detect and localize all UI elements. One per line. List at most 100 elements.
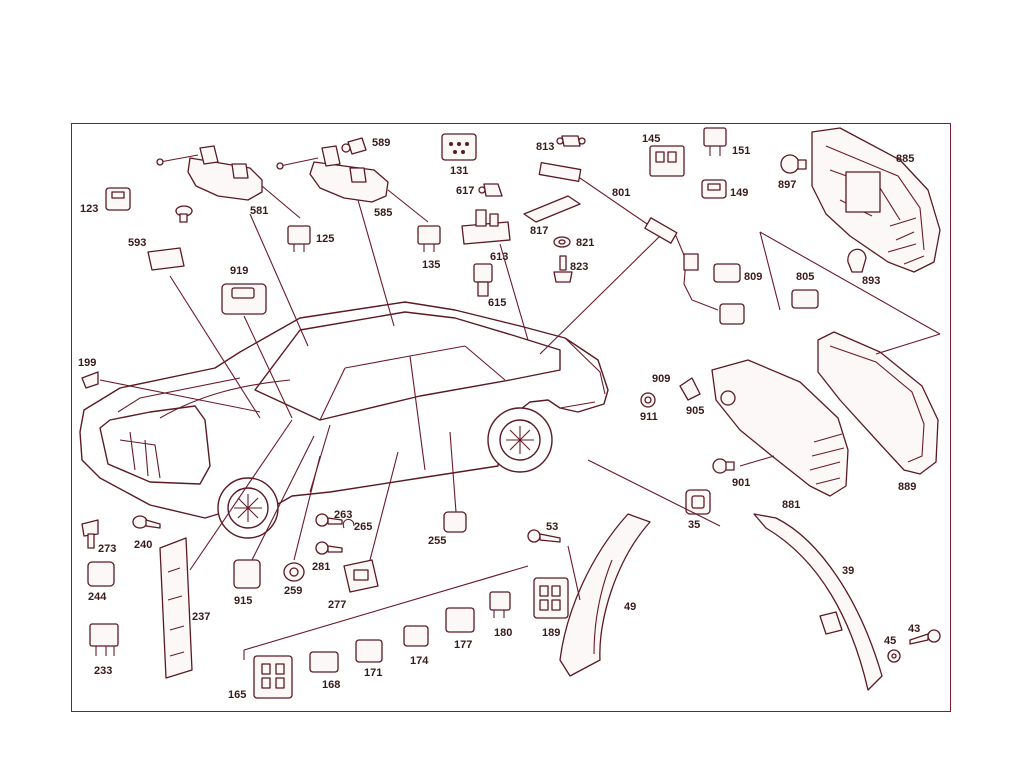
label-255: 255 (428, 535, 446, 547)
connector-255-icon (443, 511, 467, 533)
connector-149-icon (701, 179, 727, 199)
gasket-889-icon (817, 331, 939, 475)
switch-613-icon (461, 209, 511, 245)
tail-lamp-881-icon (711, 359, 849, 497)
label-821: 821 (576, 237, 594, 249)
car-body-icon (79, 301, 609, 539)
switch-615-icon (473, 263, 493, 297)
label-805: 805 (796, 271, 814, 283)
label-168: 168 (322, 679, 340, 691)
label-240: 240 (134, 539, 152, 551)
label-35: 35 (688, 519, 700, 531)
label-273: 273 (98, 543, 116, 555)
label-613: 613 (490, 251, 508, 263)
label-909: 909 (652, 373, 670, 385)
wiring-harness-801-icon (538, 161, 745, 325)
washer-45-icon (887, 649, 901, 663)
washer-911-icon (640, 392, 656, 408)
interior-lamp-581-icon (156, 145, 263, 201)
diagram-frame (71, 123, 951, 712)
label-585: 585 (374, 207, 392, 219)
label-817: 817 (530, 225, 548, 237)
label-897: 897 (778, 179, 796, 191)
label-889: 889 (898, 481, 916, 493)
label-263: 263 (334, 509, 352, 521)
bulb-589-icon (341, 137, 367, 155)
screw-240-icon (132, 515, 161, 529)
bulb-617-icon (478, 183, 503, 197)
relay-125-icon (287, 225, 311, 252)
label-149: 149 (730, 187, 748, 199)
clip-265-icon (342, 518, 355, 529)
label-901: 901 (732, 477, 750, 489)
label-171: 171 (364, 667, 382, 679)
label-911: 911 (640, 411, 658, 423)
grommet-259-icon (283, 562, 305, 582)
screw-273-icon (81, 519, 99, 549)
label-581: 581 (250, 205, 268, 217)
label-593: 593 (128, 237, 146, 249)
label-180: 180 (494, 627, 512, 639)
label-615: 615 (488, 297, 506, 309)
label-189: 189 (542, 627, 560, 639)
label-53: 53 (546, 521, 558, 533)
plate-817-icon (523, 195, 581, 223)
label-919: 919 (230, 265, 248, 277)
connector-805-icon (791, 289, 819, 309)
screw-43-icon (909, 629, 941, 645)
label-265: 265 (354, 521, 372, 533)
screw-53-icon (527, 529, 561, 543)
label-49: 49 (624, 601, 636, 613)
clip-35-icon (685, 489, 711, 515)
label-915: 915 (234, 595, 252, 607)
label-145: 145 (642, 133, 660, 145)
connector-171-icon (355, 639, 383, 663)
bulb-893-icon (847, 248, 867, 273)
connector-131-icon (441, 133, 477, 161)
label-237: 237 (192, 611, 210, 623)
label-125: 125 (316, 233, 334, 245)
screw-823-icon (553, 255, 573, 283)
label-589: 589 (372, 137, 390, 149)
label-123: 123 (80, 203, 98, 215)
connector-168-icon (309, 651, 339, 673)
clip-199-icon (81, 371, 99, 389)
bracket-905-icon (679, 377, 701, 401)
bulb-897-icon (780, 154, 807, 174)
label-199: 199 (78, 357, 96, 369)
label-617: 617 (456, 185, 474, 197)
label-45: 45 (884, 635, 896, 647)
label-823: 823 (570, 261, 588, 273)
fender-liner-49-icon (559, 513, 651, 677)
label-809: 809 (744, 271, 762, 283)
label-893: 893 (862, 275, 880, 287)
screw-263-icon (315, 513, 343, 527)
relay-151-icon (703, 127, 727, 156)
relay-233-icon (89, 623, 119, 656)
screw-icon (175, 205, 193, 223)
label-174: 174 (410, 655, 429, 667)
leader-lines (99, 185, 941, 660)
callout-labels: 589 131 813 145 151 885 897 149 123 581 … (78, 133, 920, 701)
connector-123-icon (105, 187, 131, 211)
label-801: 801 (612, 187, 630, 199)
bracket-237-icon (159, 537, 193, 679)
label-905: 905 (686, 405, 704, 417)
washer-821-icon (553, 236, 571, 248)
relay-244-icon (87, 561, 115, 587)
connector-915-icon (233, 559, 261, 589)
label-881: 881 (782, 499, 800, 511)
screw-281-icon (315, 541, 343, 555)
label-813: 813 (536, 141, 554, 153)
connector-277-icon (343, 559, 379, 593)
label-165: 165 (228, 689, 246, 701)
connector-919-icon (221, 283, 267, 315)
label-277: 277 (328, 599, 346, 611)
label-233: 233 (94, 665, 112, 677)
label-244: 244 (88, 591, 107, 603)
connector-180-icon (489, 591, 511, 618)
connector-809-icon (713, 263, 741, 283)
label-281: 281 (312, 561, 330, 573)
bulb-813-icon (556, 135, 586, 147)
